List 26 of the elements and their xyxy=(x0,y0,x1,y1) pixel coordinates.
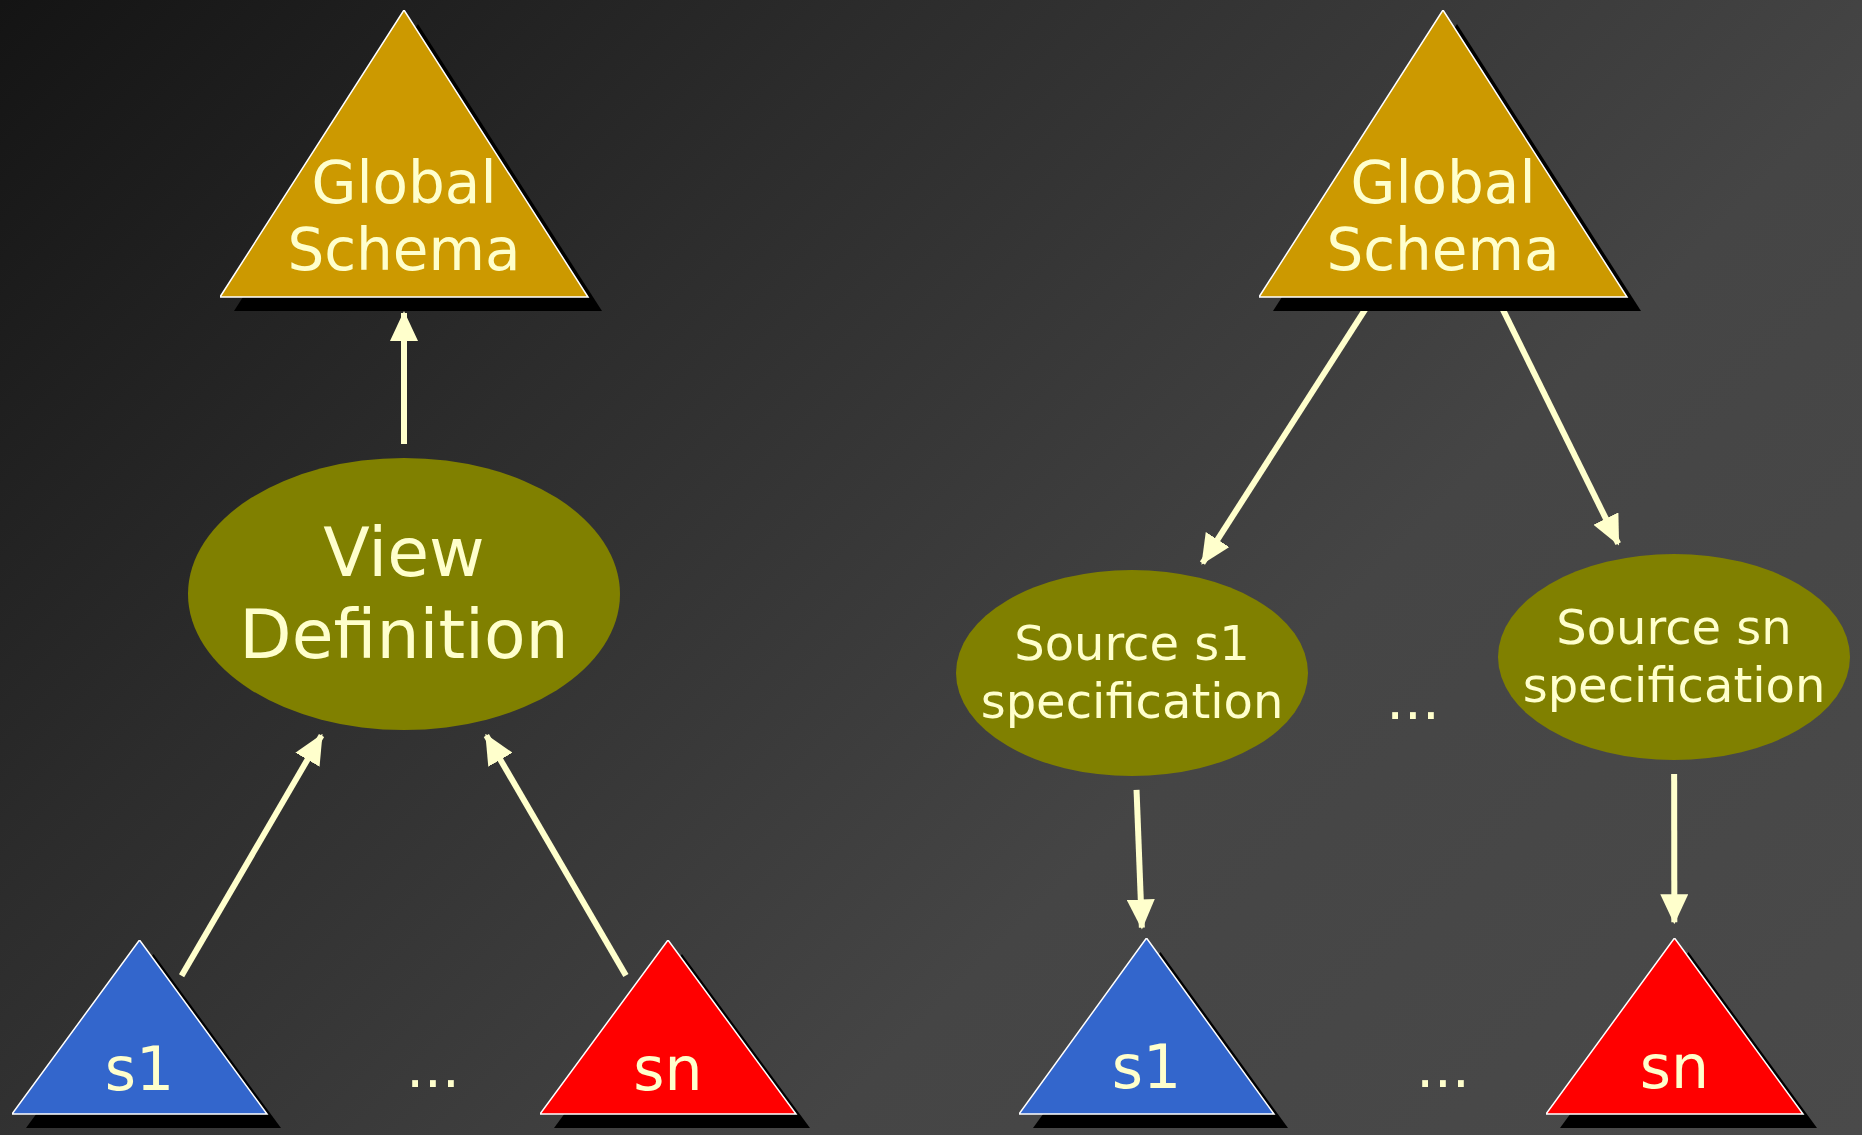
node-label: View Definition xyxy=(238,512,570,676)
triangle-node xyxy=(1546,938,1817,1128)
triangle-node xyxy=(220,10,602,311)
node-label: Source sn specification xyxy=(1521,599,1827,715)
arrow xyxy=(178,733,325,978)
ellipse-node xyxy=(188,458,620,730)
node-label: s1 xyxy=(104,1035,175,1104)
arrow xyxy=(1126,789,1155,930)
triangle-node xyxy=(540,940,810,1128)
ellipse-node xyxy=(956,570,1308,776)
node-label: Global Schema xyxy=(1325,150,1561,284)
arrow xyxy=(390,311,418,444)
triangle-node xyxy=(1019,938,1288,1128)
ellipsis-text: ... xyxy=(1386,672,1440,728)
ellipsis-text: ... xyxy=(1416,1040,1470,1096)
triangle-node xyxy=(12,940,281,1128)
triangle-node xyxy=(1259,10,1641,311)
arrow xyxy=(483,733,629,978)
ellipsis-text: ... xyxy=(406,1040,460,1096)
node-label: Global Schema xyxy=(286,150,522,284)
node-label: sn xyxy=(633,1035,703,1104)
node-label: s1 xyxy=(1111,1033,1182,1102)
node-label: sn xyxy=(1639,1033,1710,1102)
ellipse-node xyxy=(1498,554,1850,760)
arrow xyxy=(1660,774,1689,925)
node-label: Source s1 specification xyxy=(979,615,1285,731)
